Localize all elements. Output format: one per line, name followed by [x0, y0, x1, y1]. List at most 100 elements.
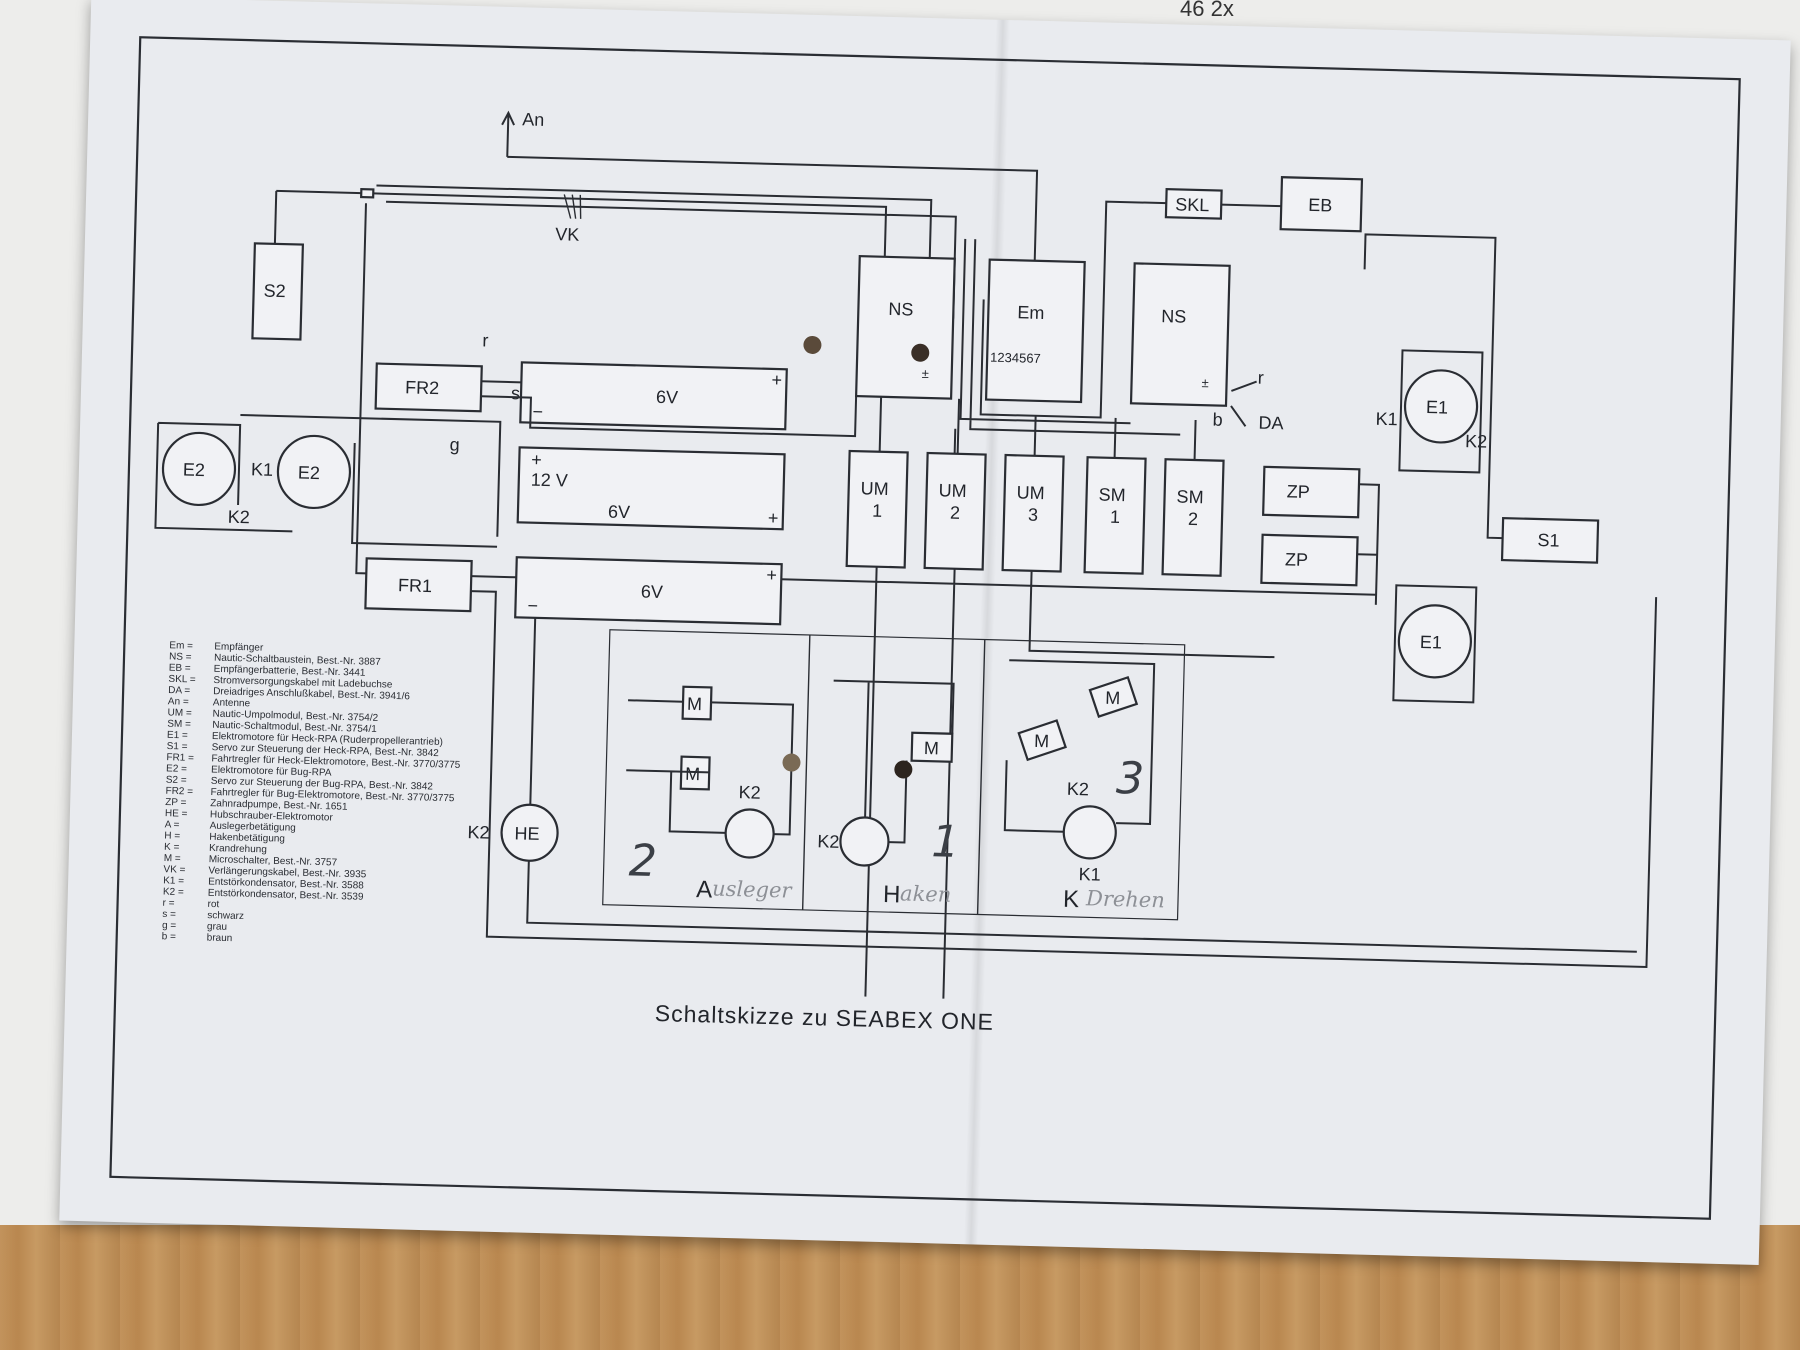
battery-middle — [516, 446, 786, 531]
legend-text: Nautic-Schaltmodul, Best.-Nr. 3754/1 — [212, 720, 377, 735]
svg-text:M: M — [1105, 688, 1121, 708]
svg-text:−: − — [527, 596, 538, 616]
svg-text:K2: K2 — [1465, 431, 1488, 452]
svg-text:ZP: ZP — [1285, 549, 1309, 570]
kran-motor: K2 K1 — [1062, 779, 1117, 885]
haken-handwritten: aken — [900, 881, 952, 906]
ns-right-module — [1129, 262, 1231, 407]
legend-key: H = — [164, 831, 180, 842]
legend-key: K2 = — [163, 887, 184, 899]
svg-text:SM: SM — [1176, 487, 1204, 508]
svg-text:E1: E1 — [1426, 397, 1449, 418]
corner-note: 46 2x — [1180, 0, 1234, 21]
antenna-label: An — [522, 109, 545, 130]
battery-top — [519, 361, 788, 431]
svg-text:+: + — [768, 508, 779, 528]
legend-text: Krandrehung — [209, 843, 267, 856]
booklet-spread: An VK SKL EB S2 NS ± Em 1234567 — [59, 0, 1791, 1266]
punch-hole — [894, 760, 913, 779]
svg-text:K1: K1 — [251, 459, 274, 480]
legend-text: braun — [207, 933, 233, 945]
battery-bottom-label: 6V — [641, 582, 664, 603]
legend-text: Zahnradpumpe, Best.-Nr. 1651 — [210, 798, 348, 813]
legend-text: Entstörkondensator, Best.-Nr. 3588 — [208, 877, 364, 892]
ausleger-number: 2 — [628, 835, 657, 887]
e2-motor-right: E2 K1 K2 — [227, 414, 502, 548]
haken-letter: H — [883, 881, 901, 908]
legend-key: M = — [164, 853, 181, 864]
ns-left-module — [854, 255, 956, 400]
ausleger-handwritten: usleger — [712, 877, 794, 903]
legend-text: Stromversorgungskabel mit Ladebuchse — [213, 675, 393, 691]
kran-number: 3 — [1116, 753, 1145, 805]
legend-key: ZP = — [165, 797, 187, 809]
haken-switch: M — [910, 731, 954, 763]
svg-text:K2: K2 — [817, 831, 840, 852]
legend-text: Hakenbetätigung — [209, 832, 285, 845]
fr2-controller — [374, 362, 483, 413]
fr1-label: FR1 — [398, 575, 433, 596]
svg-text:K1: K1 — [1078, 864, 1101, 885]
legend-text: Dreiadriges Anschlußkabel, Best.-Nr. 394… — [213, 686, 410, 702]
legend-text: Antenne — [213, 697, 251, 709]
kran-switch-1: M — [1017, 719, 1067, 762]
svg-text:2: 2 — [1188, 509, 1199, 529]
legend-text: Nautic-Umpolmodul, Best.-Nr. 3754/2 — [212, 709, 378, 724]
svg-text:3: 3 — [1028, 505, 1039, 525]
svg-text:M: M — [687, 694, 703, 714]
e2-motor-left: E2 — [154, 421, 293, 533]
ns-left-label: NS — [888, 299, 914, 320]
sm-module-2: SM 2 — [1161, 458, 1225, 577]
kran-letter: K — [1063, 886, 1080, 913]
haken-number: 1 — [931, 816, 960, 868]
fr2-label: FR2 — [405, 377, 440, 398]
extension-cable-vk: VK — [276, 184, 957, 319]
legend-text: Entstörkondensator, Best.-Nr. 3539 — [208, 888, 364, 903]
legend-text: Empfängerbatterie, Best.-Nr. 3441 — [214, 664, 366, 679]
kran-handwritten: Drehen — [1085, 886, 1165, 912]
ausleger-motor: K2 — [724, 782, 775, 859]
svg-text:b: b — [1212, 409, 1223, 429]
he-motor: HE K2 — [467, 617, 1637, 953]
svg-text:−: − — [532, 402, 543, 422]
svg-text:UM: UM — [938, 480, 967, 501]
legend-text: Nautic-Schaltbaustein, Best.-Nr. 3887 — [214, 653, 381, 668]
legend-key: K1 = — [163, 875, 184, 887]
legend-key: EB = — [169, 663, 191, 675]
crane-section-frame — [602, 629, 1186, 921]
svg-text:+: + — [771, 370, 782, 390]
em-receiver — [984, 258, 1086, 404]
s2-label: S2 — [263, 281, 286, 302]
um-module-3: UM 3 — [1001, 453, 1065, 573]
svg-text:2: 2 — [950, 503, 961, 523]
svg-text:ZP: ZP — [1287, 481, 1311, 502]
legend-key: A = — [165, 819, 180, 830]
svg-text:g: g — [449, 434, 460, 454]
svg-text:r: r — [1257, 368, 1264, 388]
legend-key: Em = — [169, 640, 193, 652]
eb-label: EB — [1308, 195, 1333, 216]
svg-text:±: ± — [922, 366, 930, 381]
e1-motor-bottom: E1 — [1392, 584, 1478, 704]
legend-text: Elektromotore für Bug-RPA — [211, 765, 332, 779]
svg-text:K2: K2 — [467, 822, 490, 843]
punch-hole — [782, 753, 801, 772]
punch-hole — [803, 335, 822, 354]
svg-text:1: 1 — [872, 501, 883, 521]
legend-key: S2 = — [166, 775, 187, 787]
legend-text: rot — [207, 899, 219, 910]
svg-text:M: M — [924, 738, 940, 758]
legend-key: UM = — [167, 707, 192, 719]
svg-text:K2: K2 — [1067, 779, 1090, 800]
da-label: DA — [1258, 413, 1284, 434]
svg-text:HE: HE — [514, 823, 540, 844]
svg-text:E2: E2 — [298, 463, 321, 484]
svg-text:E2: E2 — [183, 460, 206, 481]
legend-text: schwarz — [207, 910, 244, 922]
skl-label: SKL — [1175, 194, 1210, 215]
svg-text:UM: UM — [1016, 482, 1045, 503]
legend-text: grau — [207, 921, 227, 933]
legend-key: r = — [162, 898, 174, 909]
legend-text: Verlängerungskabel, Best.-Nr. 3935 — [208, 865, 367, 880]
legend-text: Microschalter, Best.-Nr. 3757 — [209, 854, 338, 868]
